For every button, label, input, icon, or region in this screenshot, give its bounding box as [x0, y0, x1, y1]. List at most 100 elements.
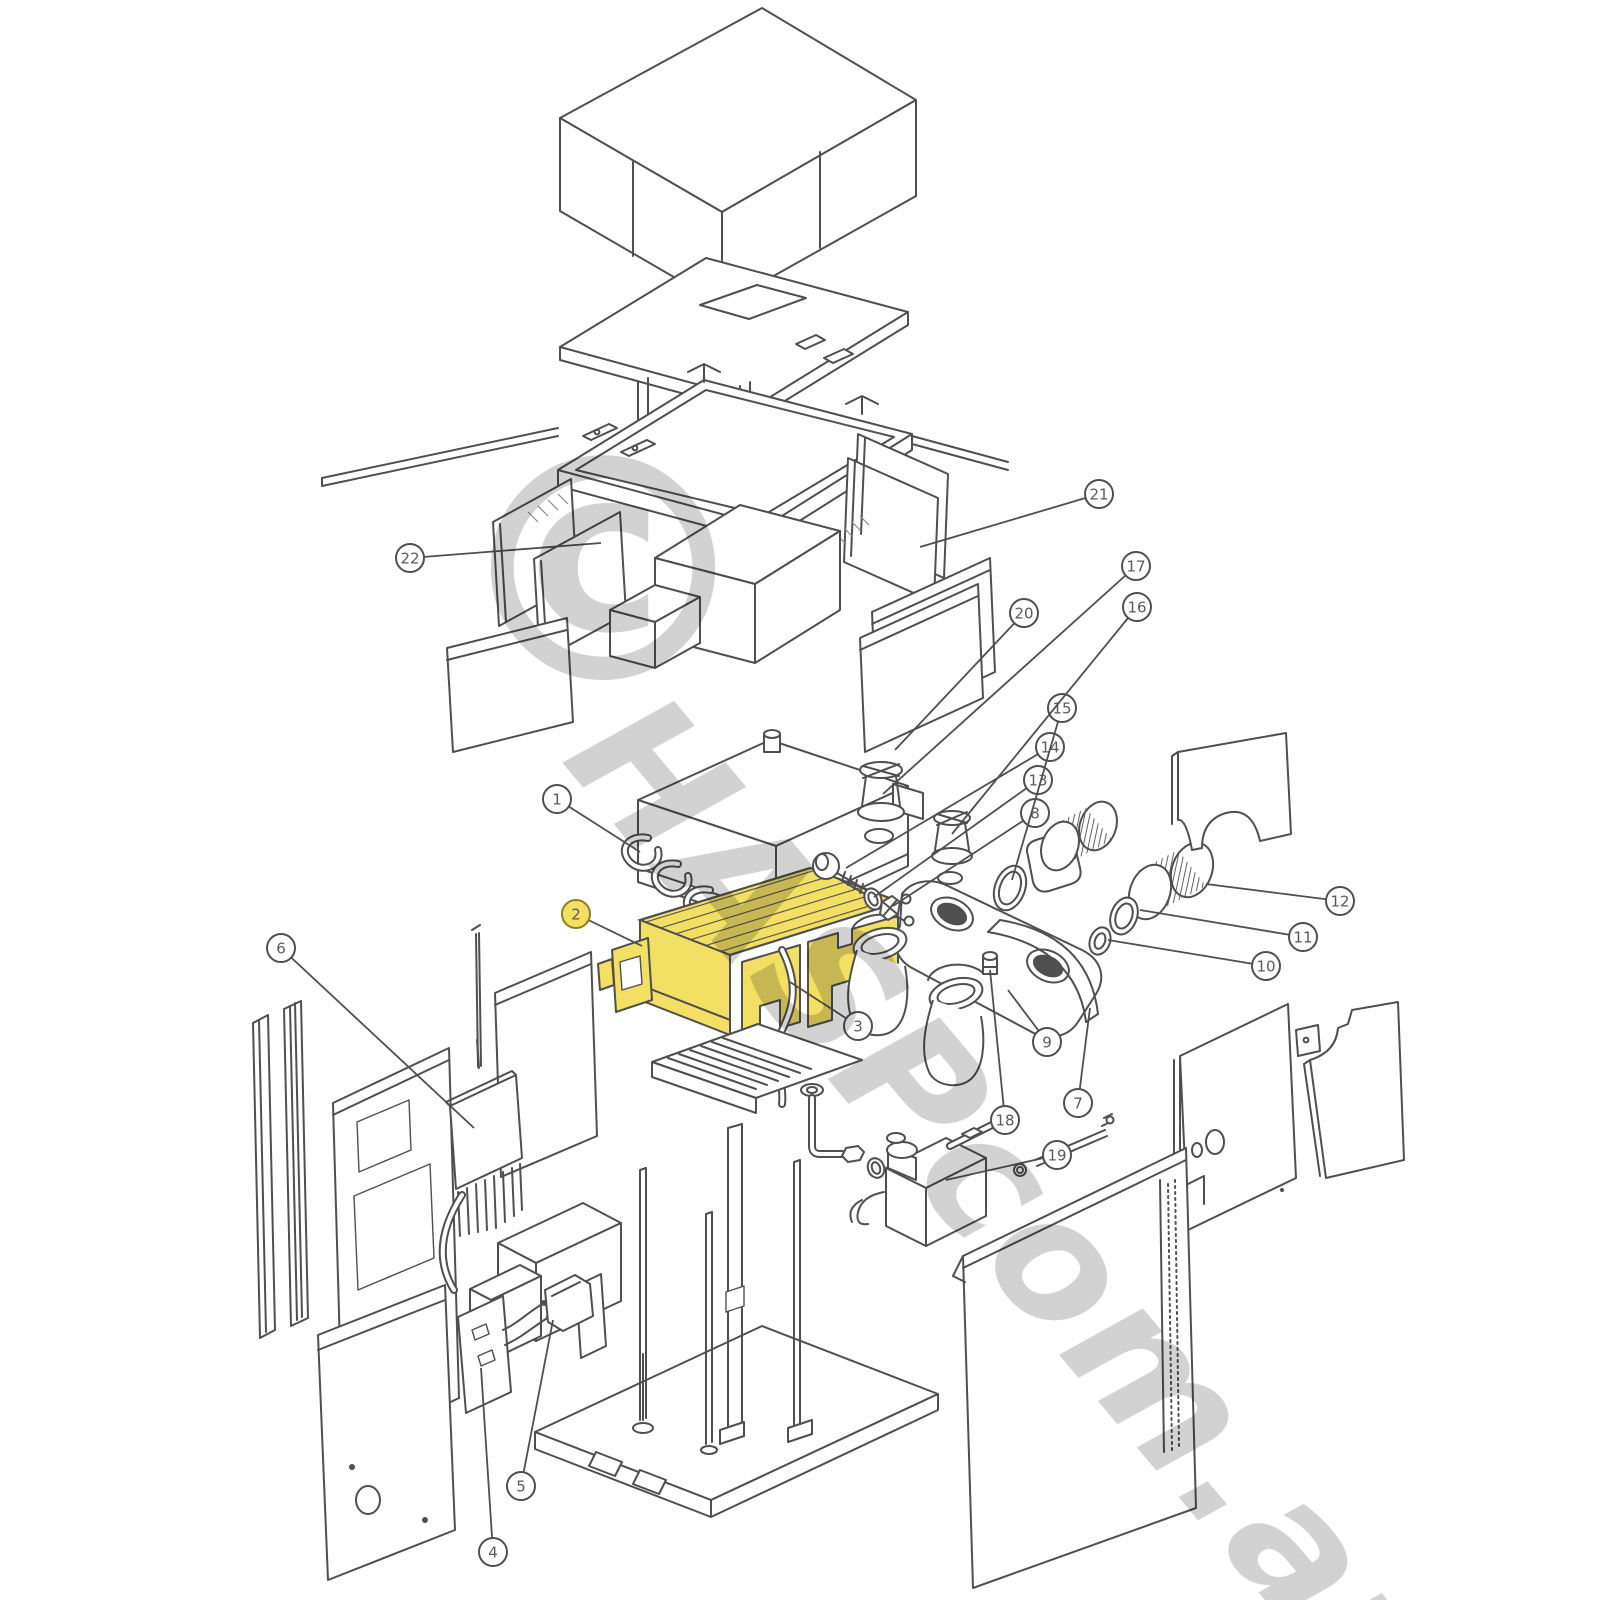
callout-circle	[1042, 1140, 1072, 1170]
callout-number: 4	[488, 1544, 498, 1562]
leader-line	[945, 1154, 1058, 1181]
part-bracket-upper	[1171, 732, 1292, 851]
callout-9: 9	[1007, 989, 1062, 1057]
callout-number: 21	[1089, 486, 1108, 504]
callout-circle	[506, 1471, 536, 1501]
callout-number: 8	[1030, 805, 1040, 823]
leader-line	[989, 969, 1006, 1121]
callout-circle	[395, 543, 425, 573]
part-support-posts	[637, 377, 751, 439]
leader-line	[1107, 939, 1267, 967]
part-vent-bells	[857, 761, 973, 885]
callout-3: 3	[789, 981, 873, 1041]
leader-line	[845, 746, 1051, 869]
callout-number: 9	[1042, 1034, 1052, 1052]
part-right-side-panel	[1173, 1003, 1297, 1231]
callout-6: 6	[266, 933, 475, 1129]
callout-circle	[1023, 765, 1053, 795]
callout-circle	[1325, 886, 1355, 916]
leader-line	[919, 493, 1100, 548]
callout-circle	[1009, 598, 1039, 628]
callout-circle	[1047, 693, 1077, 723]
callout-circle	[1251, 951, 1281, 981]
part-inner-panel-left	[446, 617, 574, 753]
leader-line	[951, 606, 1138, 835]
leader-line	[892, 812, 1036, 907]
callout-10: 10	[1107, 939, 1281, 981]
callout-circle	[1063, 1088, 1093, 1118]
leader-line	[556, 798, 641, 853]
callout-number: 5	[516, 1478, 526, 1496]
leader-line	[1205, 883, 1341, 902]
watermark-symbol: ©	[448, 393, 758, 754]
callout-number: 2	[571, 906, 581, 924]
callout-5: 5	[506, 1319, 554, 1501]
callout-circle	[561, 899, 591, 929]
callout-number: 18	[995, 1112, 1014, 1130]
leader-line	[894, 612, 1025, 751]
callout-number: 10	[1256, 958, 1275, 976]
callout-number: 20	[1014, 605, 1033, 623]
part-pcb	[457, 1274, 594, 1414]
callout-18: 18	[989, 969, 1020, 1135]
callout-number: 16	[1127, 599, 1146, 617]
callout-17: 17	[882, 551, 1151, 795]
part-louvered-top-stack	[559, 7, 917, 306]
part-right-panels	[835, 433, 949, 603]
callout-circle	[542, 784, 572, 814]
callout-number: 17	[1126, 558, 1145, 576]
callout-19: 19	[945, 1140, 1072, 1181]
callout-8: 8	[892, 798, 1050, 907]
callout-number: 11	[1293, 929, 1312, 947]
leader-line	[882, 565, 1137, 795]
callout-13: 13	[873, 765, 1053, 898]
callout-circle	[1032, 1027, 1062, 1057]
part-igniter-module	[438, 924, 523, 1294]
part-standoff-rods	[632, 1123, 813, 1455]
callout-7: 7	[1063, 1007, 1093, 1118]
part-bracket-lower	[1295, 1001, 1405, 1179]
callout-circle	[1084, 479, 1114, 509]
callout-number: 22	[400, 550, 419, 568]
callout-22: 22	[395, 542, 602, 573]
part-top-frame	[321, 363, 1009, 543]
callout-circle	[266, 933, 296, 963]
part-orings-drums	[992, 800, 1215, 956]
wire-connector-icon	[544, 1274, 594, 1332]
leader-line	[1011, 707, 1063, 881]
leader-line	[1077, 1007, 1091, 1104]
part-base-plate	[534, 1325, 939, 1518]
callout-number: 12	[1330, 893, 1349, 911]
callout-number: 13	[1028, 772, 1047, 790]
part-gas-valve	[849, 1113, 1115, 1247]
part-inner-panels-right	[859, 557, 996, 753]
callout-number: 3	[853, 1018, 863, 1036]
part-left-strips	[252, 1000, 309, 1339]
callout-number: 1	[552, 791, 562, 809]
leader-line	[520, 1319, 554, 1487]
callout-20: 20	[894, 598, 1039, 751]
callout-circle	[843, 1011, 873, 1041]
callout-number: 7	[1073, 1095, 1083, 1113]
callout-number: 6	[276, 940, 286, 958]
art-layer	[252, 7, 1405, 1589]
leader-line	[280, 947, 475, 1129]
part-flue-box	[609, 504, 841, 669]
callout-circle	[990, 1105, 1020, 1135]
callout-number: 19	[1047, 1147, 1066, 1165]
leader-line	[1139, 909, 1304, 938]
callout-16: 16	[951, 592, 1152, 835]
leader-line	[873, 779, 1039, 898]
part-lower-door	[317, 1284, 456, 1581]
leader-line	[480, 1367, 494, 1553]
callout-circle	[1122, 592, 1152, 622]
part-small-fittings	[812, 852, 915, 927]
callout-circle	[1121, 551, 1151, 581]
flue-stub-icon	[763, 729, 781, 753]
part-rear-panel	[952, 1147, 1197, 1589]
callout-21: 21	[919, 479, 1114, 548]
drain-stem-icon	[982, 951, 998, 975]
